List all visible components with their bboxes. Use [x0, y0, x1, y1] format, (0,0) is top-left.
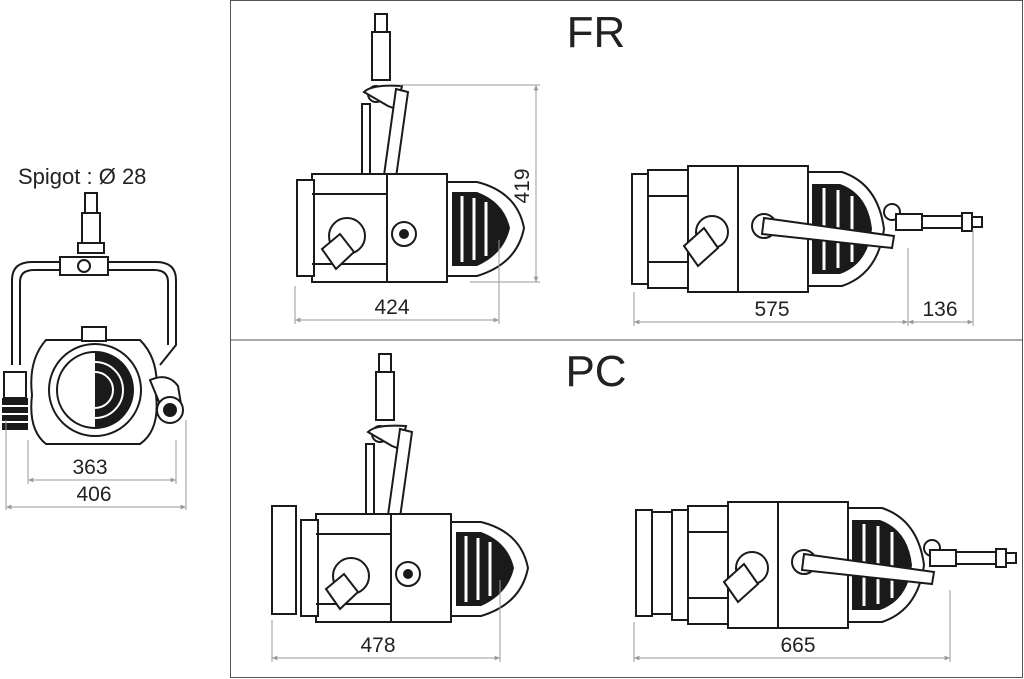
- width-inner-label: 363: [72, 456, 107, 479]
- fr-title: FR: [567, 8, 626, 57]
- width-outer-label: 406: [76, 483, 111, 506]
- pc-top-view: [635, 500, 1017, 630]
- pc-top-length-label: 665: [780, 634, 815, 657]
- panel-frame: [230, 0, 1023, 678]
- fr-side-height-label: 419: [511, 168, 534, 203]
- pc-side-view: [271, 352, 530, 624]
- fr-top-view: [630, 164, 983, 294]
- spigot-label: Spigot : Ø 28: [18, 164, 146, 189]
- pc-title: PC: [565, 347, 626, 396]
- front-view: Spigot : Ø 28 363 406: [2, 164, 187, 510]
- fr-side-view: [295, 12, 526, 284]
- pc-section: PC 478 665: [271, 347, 1017, 662]
- fr-section: FR 424 419 575 136: [294, 8, 983, 326]
- fr-side-length-label: 424: [374, 296, 409, 319]
- pc-side-length-label: 478: [360, 634, 395, 657]
- fr-top-length-label: 575: [754, 298, 789, 321]
- fr-spigot-length-label: 136: [922, 298, 957, 321]
